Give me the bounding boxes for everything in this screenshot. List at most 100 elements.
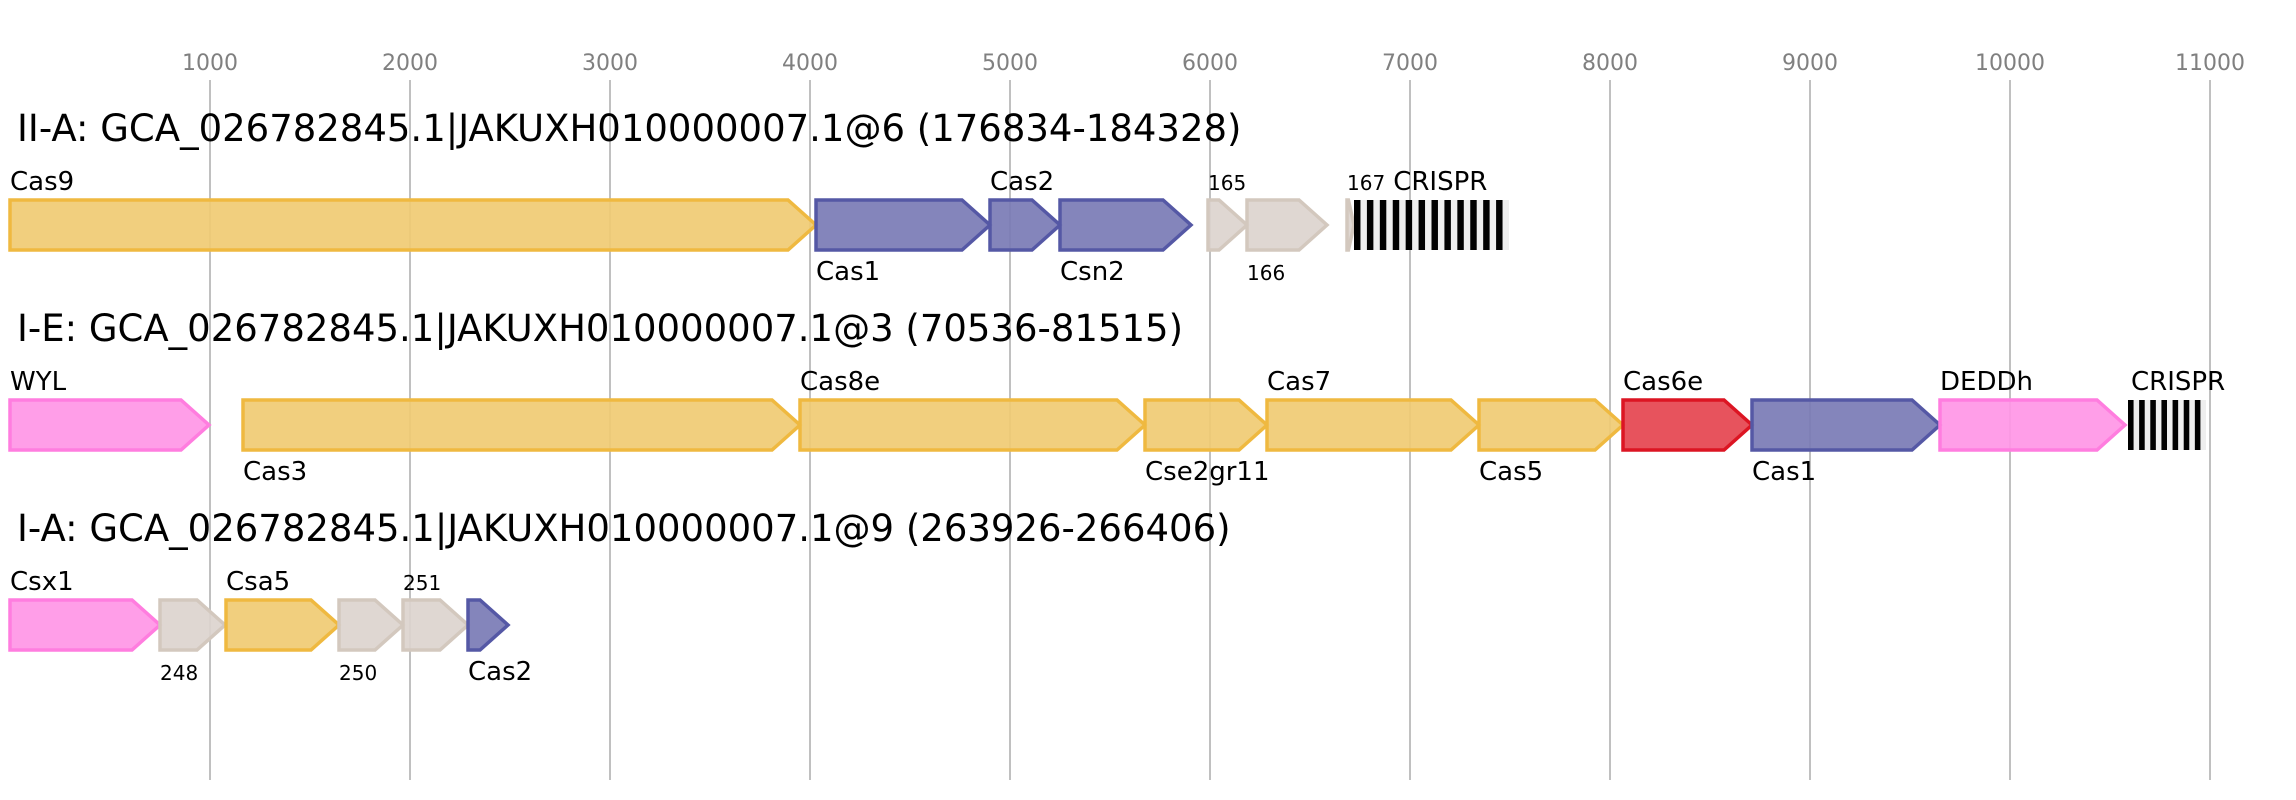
gene-label: 167 — [1347, 171, 1385, 195]
crispr-repeat — [2183, 400, 2190, 450]
gene-csx1[interactable]: Csx1 — [8, 567, 163, 652]
gene-arrow[interactable] — [988, 198, 1063, 252]
gene-cas8e[interactable]: Cas8e — [798, 367, 1148, 452]
gene-cas1[interactable]: Cas1 — [1750, 398, 1943, 487]
gene-label: 165 — [1208, 171, 1246, 195]
gene-label: DEDDh — [1940, 367, 2033, 397]
gene-label: 166 — [1247, 261, 1285, 285]
gene-arrow[interactable] — [1621, 398, 1755, 452]
gene-label: 248 — [160, 661, 198, 685]
crispr-label: CRISPR — [2131, 367, 2225, 397]
gene-arrow[interactable] — [8, 398, 212, 452]
gene-251[interactable]: 251 — [401, 571, 471, 652]
gene-label: Cse2gr11 — [1145, 457, 1270, 487]
crispr-repeat — [1470, 200, 1477, 250]
locus-row: I-E: GCA_026782845.1|JAKUXH010000007.1@3… — [8, 307, 2225, 487]
crispr-repeat — [1444, 200, 1451, 250]
crispr-repeat — [1405, 200, 1413, 250]
locus-row: I-A: GCA_026782845.1|JAKUXH010000007.1@9… — [8, 507, 1231, 687]
gene-arrow[interactable] — [1143, 398, 1270, 452]
crispr-repeat — [2194, 400, 2201, 450]
axis-tick-label: 2000 — [382, 51, 438, 76]
gene-arrow[interactable] — [1750, 398, 1943, 452]
gene-165[interactable]: 165 — [1206, 171, 1250, 252]
gene-label: Cas1 — [1752, 457, 1816, 487]
crispr-repeat — [2150, 400, 2156, 450]
crispr-repeat — [1354, 200, 1361, 250]
gene-label: Cas9 — [10, 167, 74, 197]
gene-arrow[interactable] — [1206, 198, 1250, 252]
gene-label: 251 — [403, 571, 441, 595]
axis-tick-label: 4000 — [782, 51, 838, 76]
gene-deddh[interactable]: DEDDh — [1938, 367, 2128, 452]
gene-label: Cas1 — [816, 257, 880, 287]
gene-arrow[interactable] — [337, 598, 406, 652]
gene-cas9[interactable]: Cas9 — [8, 167, 819, 252]
gene-167[interactable]: 167 — [1345, 171, 1385, 252]
gene-cas7[interactable]: Cas7 — [1265, 367, 1482, 452]
gene-cas3[interactable]: Cas3 — [241, 398, 803, 487]
locus-title: I-A: GCA_026782845.1|JAKUXH010000007.1@9… — [17, 507, 1231, 550]
locus-row: II-A: GCA_026782845.1|JAKUXH010000007.1@… — [8, 107, 1509, 287]
gene-arrow[interactable] — [8, 598, 163, 652]
gene-arrow[interactable] — [1477, 398, 1626, 452]
gene-label: Cas3 — [243, 457, 307, 487]
gene-cas2[interactable]: Cas2 — [988, 167, 1063, 252]
gene-cas1[interactable]: Cas1 — [814, 198, 993, 287]
gene-label: Csa5 — [226, 567, 290, 597]
gene-arrow[interactable] — [1058, 198, 1194, 252]
gene-wyl[interactable]: WYL — [8, 367, 212, 452]
gene-cas5[interactable]: Cas5 — [1477, 398, 1626, 487]
crispr-array[interactable]: CRISPR — [1354, 167, 1509, 250]
axis-tick-label: 9000 — [1782, 51, 1838, 76]
loci-rows: II-A: GCA_026782845.1|JAKUXH010000007.1@… — [8, 107, 2225, 687]
gene-166[interactable]: 166 — [1245, 198, 1330, 285]
gene-label: Cas6e — [1623, 367, 1703, 397]
crispr-repeat — [2128, 400, 2134, 450]
crispr-repeat — [1366, 200, 1374, 250]
gene-label: Csx1 — [10, 567, 74, 597]
crispr-repeat — [1418, 200, 1426, 250]
gene-csn2[interactable]: Csn2 — [1058, 198, 1194, 287]
gene-arrow[interactable] — [466, 598, 511, 652]
gene-arrow[interactable] — [814, 198, 993, 252]
gene-arrow[interactable] — [1938, 398, 2128, 452]
gene-arrow[interactable] — [1245, 198, 1330, 252]
axis-tick-label: 6000 — [1182, 51, 1238, 76]
gene-cas2[interactable]: Cas2 — [466, 598, 532, 687]
gene-arrow[interactable] — [798, 398, 1148, 452]
gene-248[interactable]: 248 — [158, 598, 228, 685]
gene-label: Csn2 — [1060, 257, 1125, 287]
gene-cse2gr11[interactable]: Cse2gr11 — [1143, 398, 1270, 487]
gene-arrow[interactable] — [1345, 198, 1356, 252]
crispr-repeat — [1431, 200, 1438, 250]
axis-tick-label: 5000 — [982, 51, 1038, 76]
crispr-array[interactable]: CRISPR — [2128, 367, 2225, 450]
gene-label: Cas2 — [468, 657, 532, 687]
crispr-repeat — [1392, 200, 1400, 250]
crispr-repeat — [2172, 400, 2179, 450]
crispr-repeat — [1379, 200, 1387, 250]
gene-label: WYL — [10, 367, 67, 397]
locus-title: II-A: GCA_026782845.1|JAKUXH010000007.1@… — [17, 107, 1241, 150]
crispr-repeat — [1496, 200, 1503, 250]
gene-cas6e[interactable]: Cas6e — [1621, 367, 1755, 452]
gene-label: Cas8e — [800, 367, 880, 397]
gene-arrow[interactable] — [8, 198, 819, 252]
axis-tick-label: 11000 — [2175, 51, 2245, 76]
axis-tick-label: 10000 — [1975, 51, 2045, 76]
gene-csa5[interactable]: Csa5 — [224, 567, 342, 652]
gene-arrow[interactable] — [224, 598, 342, 652]
crispr-repeat — [2139, 400, 2145, 450]
gene-label: Cas5 — [1479, 457, 1543, 487]
gene-arrow[interactable] — [401, 598, 471, 652]
gene-arrow[interactable] — [241, 398, 803, 452]
gene-label: Cas2 — [990, 167, 1054, 197]
crispr-repeat — [1457, 200, 1464, 250]
gene-arrow[interactable] — [1265, 398, 1482, 452]
locus-title: I-E: GCA_026782845.1|JAKUXH010000007.1@3… — [17, 307, 1183, 350]
axis-tick-label: 1000 — [182, 51, 238, 76]
gene-250[interactable]: 250 — [337, 598, 406, 685]
gene-arrow[interactable] — [158, 598, 228, 652]
